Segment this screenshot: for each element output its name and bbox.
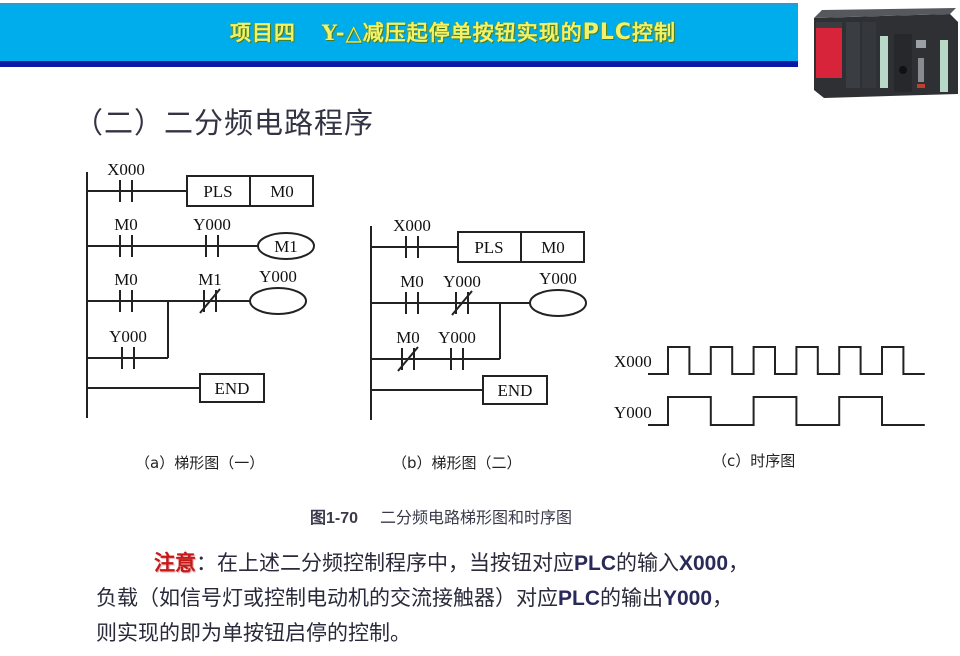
contact-label: X000 xyxy=(393,216,431,235)
note-text: 的输出 xyxy=(600,586,663,610)
note-text: ：在上述二分频控制程序中，当按钮对应 xyxy=(196,551,574,575)
section-title: （二）二分频电路程序 xyxy=(74,106,375,140)
output-coil: Y000 xyxy=(529,269,587,317)
pls-instruction: PLS M0 xyxy=(457,231,585,263)
note-line-1: 注意：在上述二分频控制程序中，当按钮对应PLC的输入X000， xyxy=(96,546,946,581)
figure-caption-text: 二分频电路梯形图和时序图 xyxy=(380,508,573,527)
note-term: PLC xyxy=(574,552,616,575)
figure-number: 图1-70 xyxy=(310,510,359,527)
note-text: 负载（如信号灯或控制电动机的交流接触器）对应 xyxy=(96,586,558,610)
contact-label: Y000 xyxy=(438,328,476,347)
end-instruction: END xyxy=(482,375,548,405)
contact-label: M0 xyxy=(114,270,138,289)
no-contact: X000 xyxy=(393,216,431,258)
contact-label: X000 xyxy=(107,160,145,179)
caption-a: （a）梯形图（一） xyxy=(135,454,264,472)
signal-trace xyxy=(648,346,925,375)
note-text: ， xyxy=(728,551,750,575)
note-term: X000 xyxy=(679,552,729,575)
slide-title: 项目四 Y-△减压起停单按钮实现的 PLC 控制 xyxy=(230,14,790,50)
caption-c: （c）时序图 xyxy=(712,452,795,470)
contact-label: Y000 xyxy=(109,327,147,346)
contact-label: Y000 xyxy=(193,215,231,234)
contact-label: M1 xyxy=(198,270,222,289)
instruction-operand: M0 xyxy=(270,182,294,201)
contact-label: Y000 xyxy=(443,272,481,291)
instruction-op: PLS xyxy=(203,182,232,201)
pls-instruction: PLS M0 xyxy=(186,175,314,207)
note-highlight: 注意 xyxy=(154,551,196,575)
output-coil: Y000 xyxy=(249,267,307,315)
nc-slash xyxy=(397,346,419,372)
note-text: ， xyxy=(712,586,734,610)
plc-module-image xyxy=(800,0,960,106)
no-contact: M0 xyxy=(114,215,138,257)
signal-label: X000 xyxy=(614,352,652,371)
project-label: 项目四 xyxy=(230,20,296,45)
note-paragraph: 注意：在上述二分频控制程序中，当按钮对应PLC的输入X000， 负载（如信号灯或… xyxy=(96,546,946,650)
waveform-y000: Y000 xyxy=(614,396,925,426)
coil-label: M1 xyxy=(274,237,298,256)
instruction-op: PLS xyxy=(474,238,503,257)
no-contact: X000 xyxy=(107,160,145,202)
signal-label: Y000 xyxy=(614,403,652,422)
header-underline xyxy=(0,61,798,67)
title-latin: PLC xyxy=(582,19,633,45)
title-prefix: Y-△减压起停单按钮实现的 xyxy=(322,20,583,45)
nc-contact: M1 xyxy=(198,270,222,314)
coil-ellipse xyxy=(249,287,307,315)
signal-trace xyxy=(648,396,925,426)
nc-slash xyxy=(199,288,221,314)
no-contact: M0 xyxy=(400,272,424,314)
contact-label: M0 xyxy=(114,215,138,234)
nc-slash xyxy=(451,290,473,316)
end-label: END xyxy=(498,381,533,400)
no-contact: Y000 xyxy=(109,327,147,369)
no-contact: Y000 xyxy=(193,215,231,257)
output-coil: M1 xyxy=(257,232,315,260)
coil-ellipse xyxy=(529,289,587,317)
figure-caption: 图1-70 二分频电路梯形图和时序图 xyxy=(310,504,572,528)
nc-contact: M0 xyxy=(396,328,420,372)
note-line-3: 则实现的即为单按钮启停的控制。 xyxy=(96,621,411,645)
no-contact: Y000 xyxy=(438,328,476,370)
contact-label: M0 xyxy=(396,328,420,347)
note-term: PLC xyxy=(558,587,600,610)
note-text: 的输入 xyxy=(616,551,679,575)
title-suffix: 控制 xyxy=(632,20,677,45)
end-box xyxy=(199,373,265,403)
end-box xyxy=(482,375,548,405)
coil-label: Y000 xyxy=(259,267,297,286)
note-line-2: 负载（如信号灯或控制电动机的交流接触器）对应PLC的输出Y000， xyxy=(96,581,946,616)
instruction-operand: M0 xyxy=(541,238,565,257)
waveform-x000: X000 xyxy=(614,346,925,375)
no-contact: M0 xyxy=(114,270,138,312)
header-bar xyxy=(0,3,798,63)
caption-b: （b）梯形图（二） xyxy=(392,454,522,472)
contact-label: M0 xyxy=(400,272,424,291)
nc-contact: Y000 xyxy=(443,272,481,316)
end-label: END xyxy=(215,379,250,398)
coil-label: Y000 xyxy=(539,269,577,288)
coil-ellipse xyxy=(257,232,315,260)
end-instruction: END xyxy=(199,373,265,403)
note-term: Y000 xyxy=(663,587,713,610)
